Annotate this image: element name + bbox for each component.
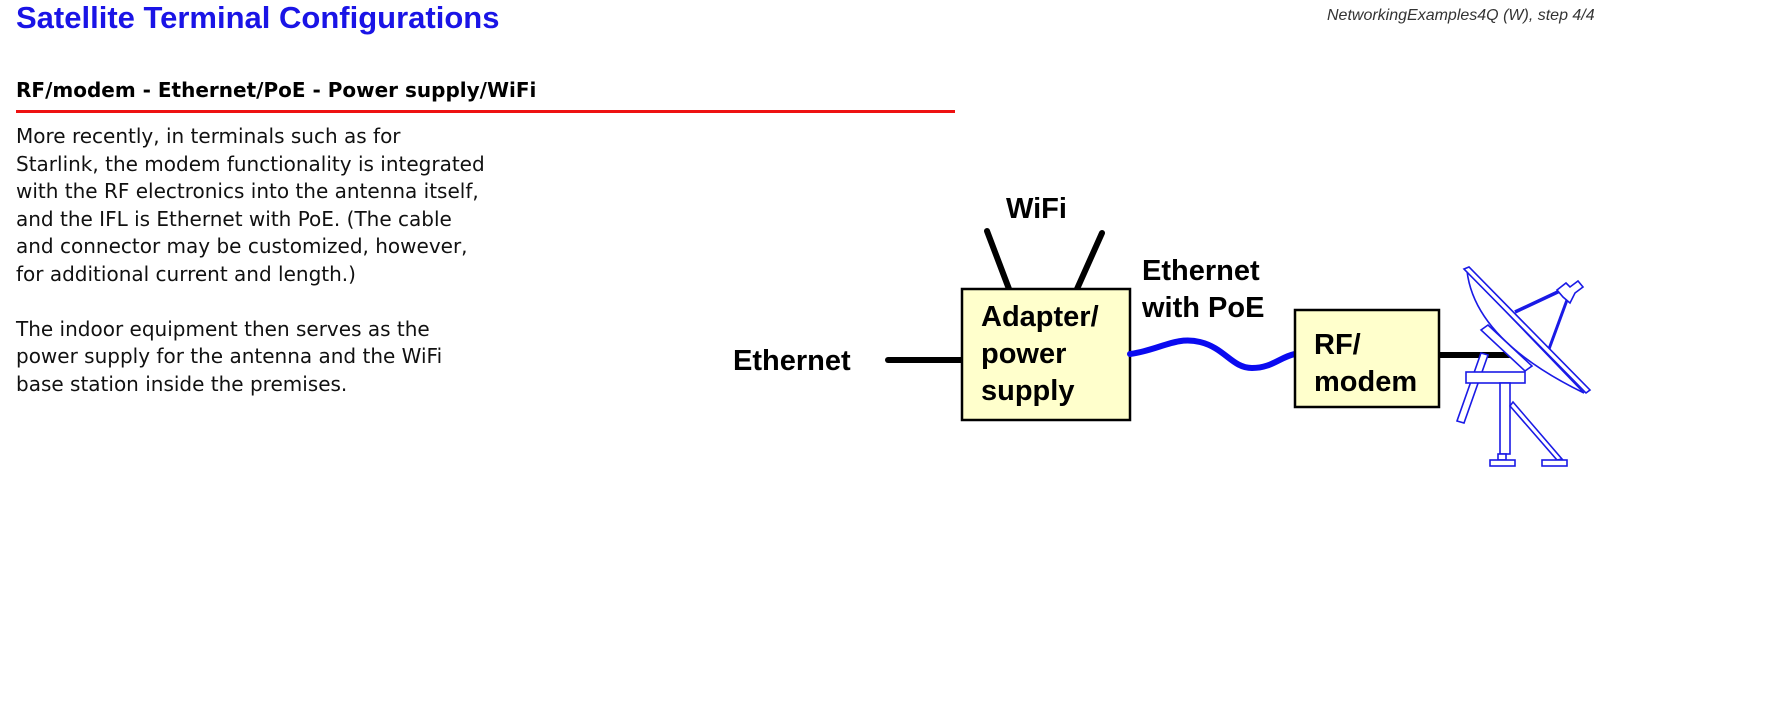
rf-box-rect: [1293, 308, 1441, 409]
paragraph-1: More recently, in terminals such as for …: [16, 124, 485, 286]
heading-divider: [16, 110, 955, 113]
rf-modem-box: RF/ modem: [1293, 308, 1441, 409]
paragraph-2: The indoor equipment then serves as the …: [16, 316, 443, 396]
step-indicator: NetworkingExamples4Q (W), step 4/4: [1327, 7, 1595, 24]
page-title: Satellite Terminal Configurations: [16, 0, 500, 35]
poe-cable: [1127, 337, 1298, 372]
adapter-box-rect: [960, 287, 1132, 422]
adapter-line-1: Adapter/: [981, 301, 1099, 333]
adapter-line-2: power: [981, 338, 1066, 370]
poe-label-line-1: Ethernet: [1142, 255, 1260, 287]
satellite-dish-icon: [1455, 266, 1592, 467]
ethernet-label: Ethernet: [733, 345, 851, 377]
wifi-label: WiFi: [1006, 193, 1067, 225]
poe-label-line-2: with PoE: [1141, 292, 1264, 324]
rf-line-2: modem: [1314, 366, 1417, 398]
section-heading: RF/modem - Ethernet/PoE - Power supply/W…: [16, 78, 537, 102]
adapter-power-supply-box: Adapter/ power supply: [960, 287, 1132, 422]
body-text: More recently, in terminals such as for …: [16, 123, 576, 398]
wifi-antennas-icon: [984, 228, 1105, 292]
rf-line-1: RF/: [1314, 329, 1361, 361]
adapter-line-3: supply: [981, 375, 1074, 407]
